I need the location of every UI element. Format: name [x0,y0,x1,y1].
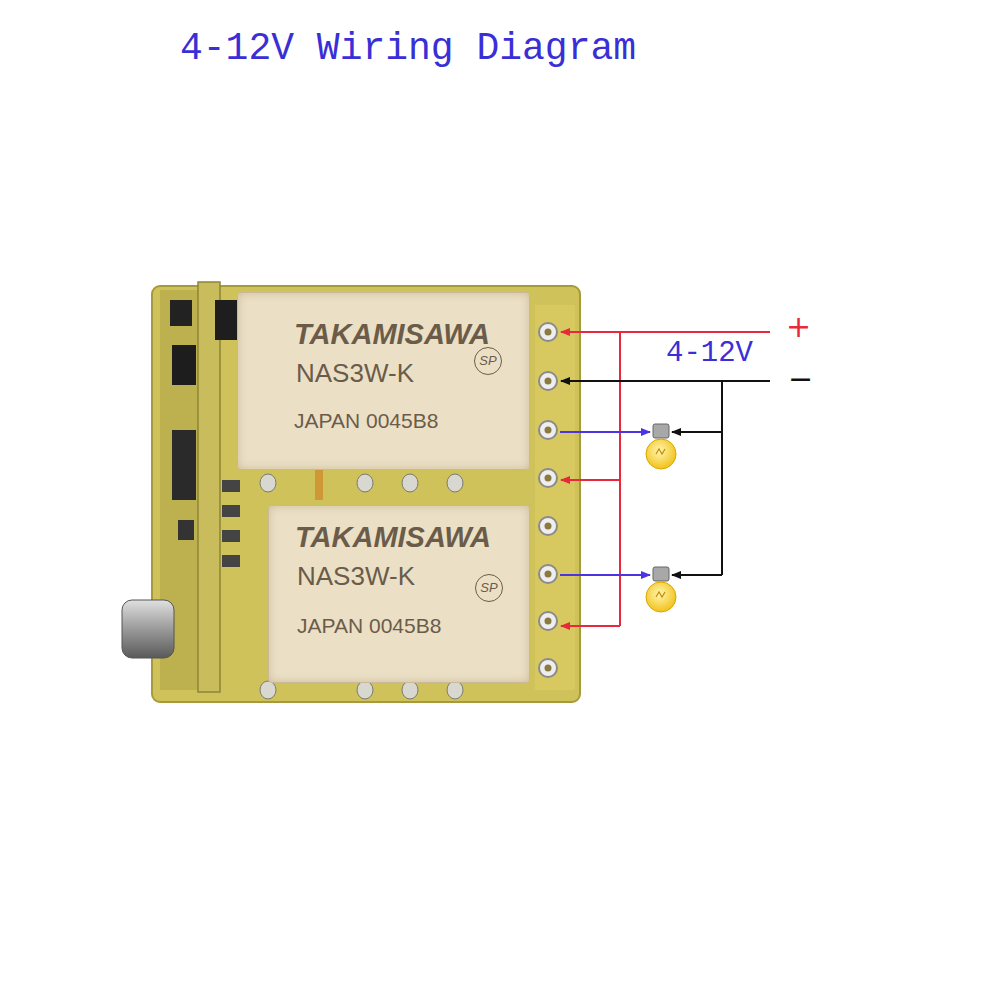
brand-text: TAKAMISAWA [294,319,490,351]
relay-box: TAKAMISAWA NAS3W-K SP JAPAN 0045B8 [237,292,530,470]
cert-mark: SP [475,574,503,602]
model-number: NAS3W-K [297,562,415,591]
diagram-title: 4-12V Wiring Diagram [180,28,636,70]
relay-box: TAKAMISAWA NAS3W-K SP JAPAN 0045B8 [268,505,530,683]
bulb [646,567,676,612]
origin-code: JAPAN 0045B8 [297,614,441,637]
cert-mark: SP [474,347,502,375]
polarity-plus: + [786,310,811,343]
polarity-minus: − [788,362,813,395]
bulb [646,424,676,469]
brand-text: TAKAMISAWA [295,522,491,554]
model-number: NAS3W-K [296,359,414,388]
origin-code: JAPAN 0045B8 [294,409,438,432]
voltage-label: 4-12V [666,338,753,370]
